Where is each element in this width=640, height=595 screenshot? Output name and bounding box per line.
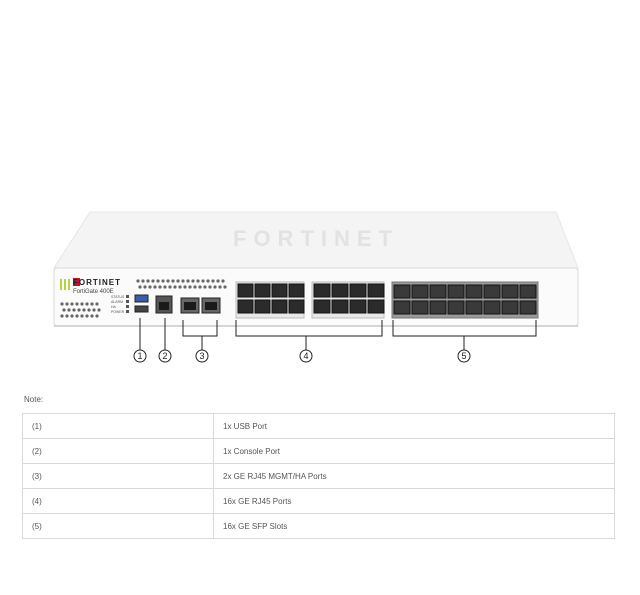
status-leds: STATUS ALARM HA POWER bbox=[111, 295, 129, 314]
model-label: FortiGate 400E bbox=[73, 289, 114, 295]
usb-port bbox=[134, 294, 149, 313]
port-desc-cell: 16x GE SFP Slots bbox=[213, 513, 615, 539]
vent-grille bbox=[60, 279, 227, 318]
callout-3: 3 bbox=[199, 351, 204, 361]
console-port bbox=[155, 295, 173, 314]
led-label-alarm: ALARM bbox=[111, 300, 123, 304]
ports-table: (1) 1x USB Port (2) 1x Console Port (3) … bbox=[22, 413, 615, 539]
led-label-ha: HA bbox=[111, 305, 117, 309]
table-row: (3) 2x GE RJ45 MGMT/HA Ports bbox=[22, 463, 615, 489]
port-desc-cell: 16x GE RJ45 Ports bbox=[213, 488, 615, 514]
device-front-panel-figure: FORTINET FORTINET FortiGate 400E STATUS … bbox=[53, 211, 579, 363]
port-id-cell: (3) bbox=[22, 463, 214, 489]
led-label-power: POWER bbox=[111, 310, 125, 314]
table-row: (2) 1x Console Port bbox=[22, 438, 615, 464]
callout-4: 4 bbox=[303, 351, 308, 361]
sfp-slots bbox=[391, 281, 539, 319]
port-desc-cell: 1x Console Port bbox=[213, 438, 615, 464]
callout-2: 2 bbox=[162, 351, 167, 361]
port-id-cell: (1) bbox=[22, 413, 214, 439]
port-id-cell: (5) bbox=[22, 513, 214, 539]
mgmt-ha-ports bbox=[180, 297, 221, 314]
port-desc-cell: 1x USB Port bbox=[213, 413, 615, 439]
callout-lines bbox=[139, 318, 537, 350]
callout-1: 1 bbox=[137, 351, 142, 361]
note-label: Note: bbox=[24, 395, 44, 404]
port-desc-cell: 2x GE RJ45 MGMT/HA Ports bbox=[213, 463, 615, 489]
port-id-cell: (2) bbox=[22, 438, 214, 464]
table-row: (5) 16x GE SFP Slots bbox=[22, 513, 615, 539]
rj45-ports bbox=[235, 281, 385, 319]
brand-logo-text: FORTINET bbox=[73, 278, 121, 287]
callout-5: 5 bbox=[461, 351, 466, 361]
chassis-top bbox=[53, 211, 579, 269]
table-row: (1) 1x USB Port bbox=[22, 413, 615, 439]
table-row: (4) 16x GE RJ45 Ports bbox=[22, 488, 615, 514]
led-label-status: STATUS bbox=[111, 295, 125, 299]
top-watermark-logo: FORTINET bbox=[233, 226, 399, 251]
fortinet-logo: FORTINET FortiGate 400E bbox=[60, 278, 121, 295]
port-id-cell: (4) bbox=[22, 488, 214, 514]
